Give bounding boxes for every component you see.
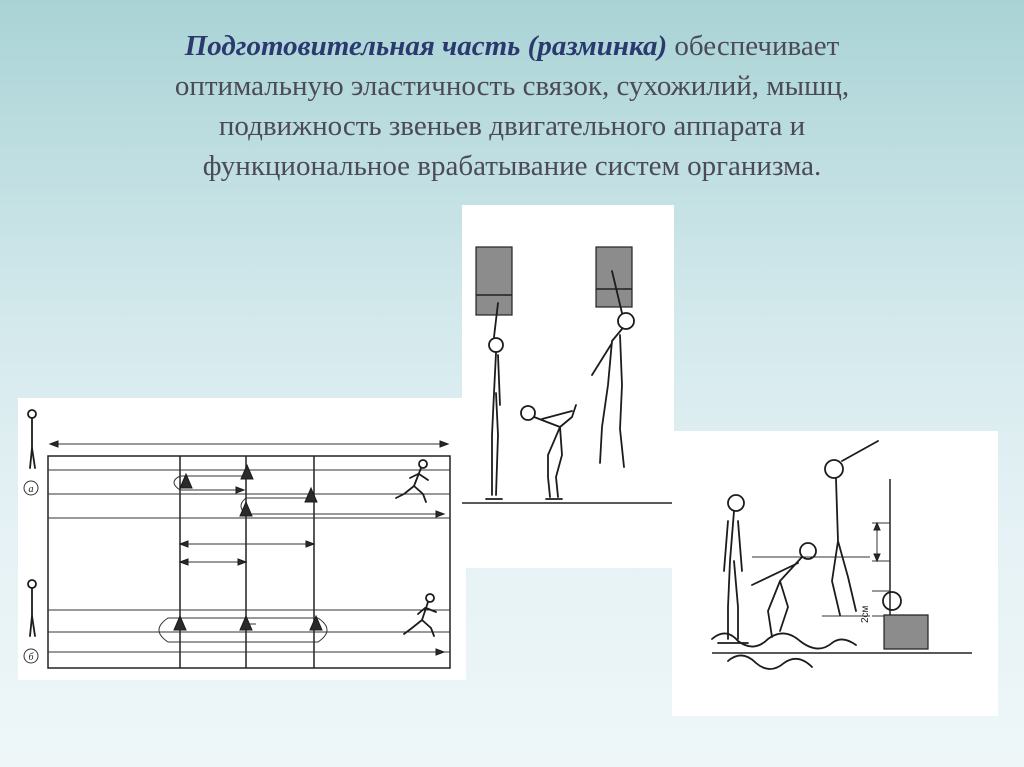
standing-athlete-icon xyxy=(27,579,37,637)
shuttle-run-illustration: а б xyxy=(18,398,466,680)
cone-icon xyxy=(173,614,187,631)
heading-emphasis: Подготовительная часть (разминка) xyxy=(184,30,668,62)
ring-clip-icon xyxy=(882,591,902,611)
heading-line-4: функциональное врабатывание систем орган… xyxy=(202,150,822,182)
label-a: а xyxy=(29,484,34,495)
shuttle-run-drawing: а б xyxy=(23,409,451,669)
jumping-athlete-icon xyxy=(824,440,879,616)
running-athlete-icon xyxy=(403,593,437,637)
jumping-athlete-icon xyxy=(591,270,635,468)
reaching-athlete-icon xyxy=(485,302,504,500)
vertical-jump-illustration xyxy=(462,205,674,568)
scale-label: 2см xyxy=(860,605,871,623)
cone-icon xyxy=(179,472,193,489)
standing-athlete-icon xyxy=(717,494,749,644)
jump-measurement-drawing: 2см xyxy=(711,440,972,670)
jump-measurement-illustration: 2см xyxy=(672,431,998,716)
label-a-circle xyxy=(23,480,39,496)
crouching-athlete-icon xyxy=(751,542,817,638)
cone-icon xyxy=(309,614,323,631)
heading-line-1-rest: обеспечивает xyxy=(667,30,840,62)
crouching-athlete-icon xyxy=(520,404,577,500)
label-b: б xyxy=(28,652,34,663)
cone-icon xyxy=(304,486,318,503)
cone-icon xyxy=(239,500,253,517)
slide-heading: Подготовительная часть (разминка) обеспе… xyxy=(60,26,964,186)
measuring-board xyxy=(475,246,513,316)
vertical-jump-drawing xyxy=(462,246,674,504)
heading-line-2: оптимальную эластичность связок, сухожил… xyxy=(174,70,850,102)
heading-line-1: Подготовительная часть (разминка) обеспе… xyxy=(60,26,964,66)
heading-line-3: подвижность звеньев двигательного аппара… xyxy=(218,110,806,142)
cone-icon xyxy=(239,614,253,631)
court-outline xyxy=(47,455,451,669)
standing-athlete-icon xyxy=(27,409,37,469)
running-athlete-icon xyxy=(395,459,429,503)
cone-icon xyxy=(240,463,254,480)
label-b-circle xyxy=(23,648,39,664)
